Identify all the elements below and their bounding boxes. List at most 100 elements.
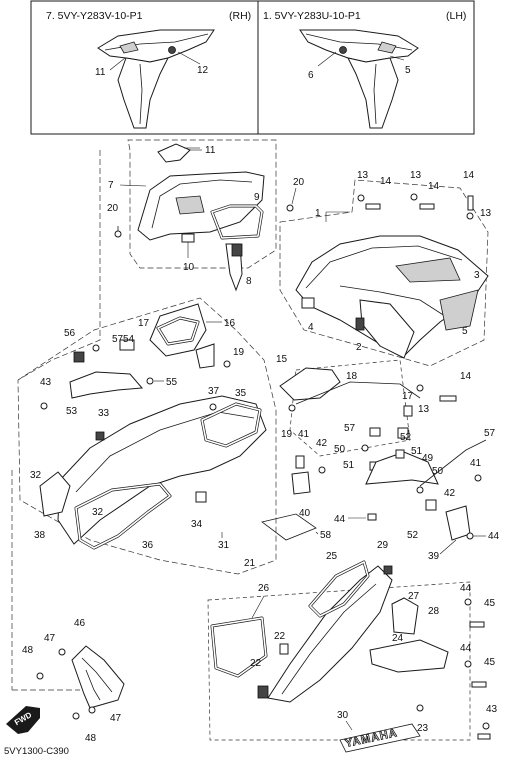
- callout-33: 33: [98, 408, 110, 419]
- callout-52-b: 52: [407, 530, 419, 541]
- callout-9: 9: [254, 192, 260, 203]
- callout-58: 58: [320, 530, 332, 541]
- callout-30: 30: [337, 710, 349, 721]
- callout-34: 34: [191, 519, 203, 530]
- callout-41-b: 41: [470, 458, 482, 469]
- callout-15: 15: [276, 354, 288, 365]
- callout-27: 27: [408, 591, 420, 602]
- callout-39: 39: [428, 551, 440, 562]
- callout-57-b: 57: [344, 423, 356, 434]
- callout-48-a: 48: [22, 645, 34, 656]
- callout-5: 5: [462, 326, 468, 337]
- callout-42-a: 42: [316, 438, 328, 449]
- callout-44-b: 44: [488, 531, 500, 542]
- callout-56: 56: [64, 328, 76, 339]
- callout-17: 17: [138, 318, 150, 329]
- callout-19-b: 19: [281, 429, 293, 440]
- group-inner-panel-7: 11 7 9 20 10 8: [107, 143, 265, 292]
- callout-22-b: 22: [250, 658, 262, 669]
- callout-5-inset: 5: [405, 65, 411, 76]
- callout-3: 3: [474, 270, 480, 281]
- callout-14-c: 14: [463, 170, 475, 181]
- group-brackets-left: 17 16 19 56 57 54 55 43 53: [40, 303, 245, 417]
- callout-20-upper-right: 20: [293, 177, 305, 188]
- callout-51-a: 51: [343, 460, 355, 471]
- callout-53: 53: [66, 406, 78, 417]
- callout-45-a: 45: [484, 598, 496, 609]
- callout-44-d: 44: [460, 643, 472, 654]
- callout-55: 55: [166, 377, 178, 388]
- inset-panels: 7. 5VY-Y283V-10-P1 (RH) 1. 5VY-Y283U-10-…: [30, 0, 475, 135]
- callout-18: 18: [346, 371, 358, 382]
- callout-24: 24: [392, 633, 404, 644]
- callout-46: 46: [74, 618, 86, 629]
- callout-44-c: 44: [460, 583, 472, 594]
- callout-35: 35: [235, 388, 247, 399]
- callout-11: 11: [205, 145, 216, 156]
- group-main-cowling-1: 1 20 13 14 13 14 14 13 3 4 2 5: [286, 170, 492, 359]
- callout-44-a: 44: [334, 514, 346, 525]
- callout-54: 54: [123, 334, 135, 345]
- callout-7: 7: [108, 180, 114, 191]
- callout-26: 26: [258, 583, 270, 594]
- forward-arrow-icon: FWD: [6, 706, 40, 734]
- callout-19-a: 19: [233, 347, 245, 358]
- callout-37: 37: [208, 386, 220, 397]
- callout-13-a: 13: [357, 170, 369, 181]
- callout-22-a: 22: [274, 631, 286, 642]
- callout-38: 38: [34, 530, 46, 541]
- callout-11-inset: 11: [95, 67, 106, 78]
- callout-43-a: 43: [40, 377, 52, 388]
- callout-28: 28: [428, 606, 440, 617]
- group-stays-right: 15 18 14 13 17 19 41 42 40 57 52 50 51 4…: [276, 354, 500, 562]
- callout-13-c: 13: [480, 208, 492, 219]
- callout-4: 4: [308, 322, 314, 333]
- callout-6-inset: 6: [308, 70, 314, 81]
- callout-20-upper-left: 20: [107, 203, 119, 214]
- callout-49: 49: [422, 453, 434, 464]
- callout-2: 2: [356, 342, 362, 353]
- inset-rh-side: (RH): [229, 10, 251, 22]
- yamaha-decal: YAMAHA: [339, 723, 421, 753]
- callout-13-d: 13: [418, 404, 430, 415]
- group-chin-bracket-46: 46 47 48 47 48: [22, 618, 125, 744]
- inset-lh-part-number: 1. 5VY-Y283U-10-P1: [263, 10, 361, 22]
- callout-12-inset: 12: [197, 65, 209, 76]
- callout-51-b: 51: [411, 446, 423, 457]
- callout-40: 40: [299, 508, 311, 519]
- diagram-code: 5VY1300-C390: [4, 746, 69, 757]
- callout-47-b: 47: [110, 713, 122, 724]
- callout-14-d: 14: [460, 371, 472, 382]
- callout-25: 25: [326, 551, 338, 562]
- callout-32-a: 32: [30, 470, 42, 481]
- group-under-panel-31: 35 37 33 32 38 32 36 34 31: [30, 386, 267, 551]
- callout-57-c: 57: [484, 428, 496, 439]
- callout-50-b: 50: [432, 466, 444, 477]
- callout-36: 36: [142, 540, 154, 551]
- callout-14-b: 14: [428, 181, 440, 192]
- callout-29: 29: [377, 540, 389, 551]
- callout-8: 8: [246, 276, 252, 287]
- inset-lh-cowling: 6 5: [299, 29, 419, 129]
- callout-45-b: 45: [484, 657, 496, 668]
- callout-13-b: 13: [410, 170, 422, 181]
- callout-1: 1: [315, 208, 321, 219]
- callout-16: 16: [224, 318, 236, 329]
- callout-57-a: 57: [112, 334, 124, 345]
- callout-42-b: 42: [444, 488, 456, 499]
- inset-rh-cowling: 11 12: [95, 29, 215, 129]
- callout-41-a: 41: [298, 429, 310, 440]
- callout-21: 21: [244, 558, 256, 569]
- group-under-cowl-21: 21 25 26 29 27 28 24 44 45 44 45 22 22 2…: [210, 540, 498, 753]
- callout-23: 23: [417, 723, 429, 734]
- inset-rh-part-number: 7. 5VY-Y283V-10-P1: [46, 10, 143, 22]
- inset-lh-side: (LH): [446, 10, 466, 22]
- callout-31: 31: [218, 540, 230, 551]
- callout-47-a: 47: [44, 633, 56, 644]
- callout-50-a: 50: [334, 444, 346, 455]
- callout-52-a: 52: [400, 432, 412, 443]
- callout-48-b: 48: [85, 733, 97, 744]
- callout-10: 10: [183, 262, 195, 273]
- callout-32-b: 32: [92, 507, 104, 518]
